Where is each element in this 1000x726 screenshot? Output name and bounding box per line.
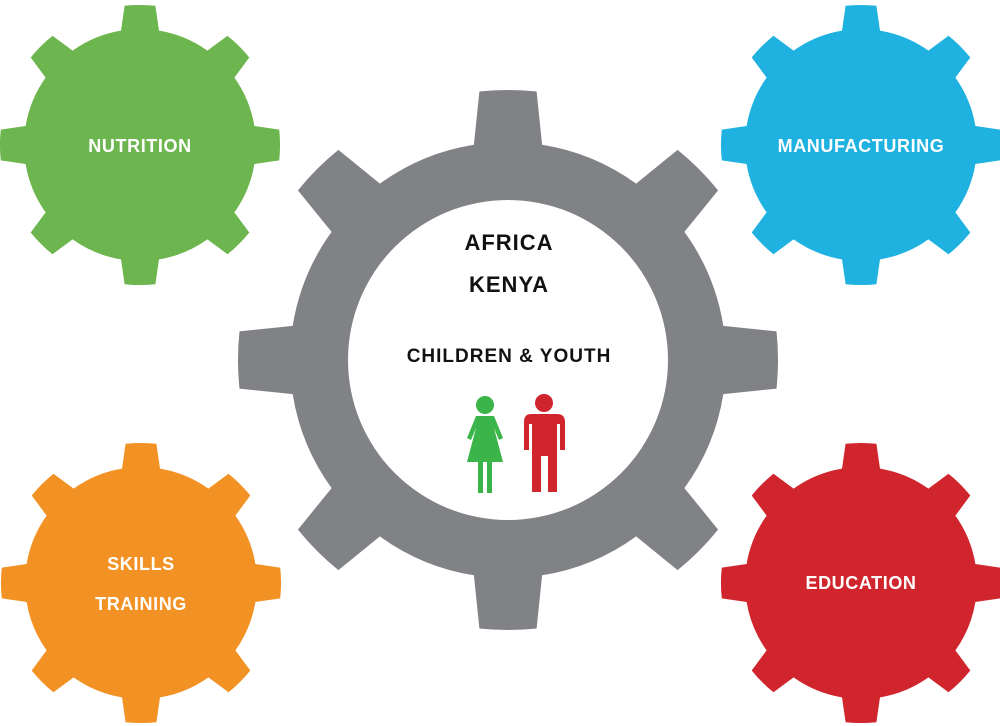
manufacturing-gear: MANUFACTURING: [720, 4, 1000, 286]
manufacturing-gear-shape: [720, 4, 1000, 286]
center-title-africa: AFRICA: [464, 230, 553, 255]
nutrition-gear: NUTRITION: [0, 4, 281, 286]
female-person-icon: [467, 396, 503, 493]
center-subtitle: CHILDREN & YOUTH: [407, 346, 612, 367]
education-gear-shape: [720, 442, 1000, 724]
skills-training-gear-shape: [0, 442, 282, 724]
nutrition-gear-shape: [0, 4, 281, 286]
center-title-kenya: KENYA: [469, 272, 549, 297]
skills-training-gear: SKILLS TRAINING: [0, 442, 282, 724]
skills-label: SKILLS: [107, 554, 175, 574]
nutrition-label: NUTRITION: [88, 136, 191, 156]
training-label: TRAINING: [95, 594, 187, 614]
center-gear: AFRICA KENYA CHILDREN & YOUTH: [237, 89, 779, 631]
education-label: EDUCATION: [805, 573, 916, 593]
education-gear: EDUCATION: [720, 442, 1000, 724]
manufacturing-label: MANUFACTURING: [778, 136, 945, 156]
center-gear-shape: [237, 89, 779, 631]
male-person-icon: [524, 394, 565, 492]
